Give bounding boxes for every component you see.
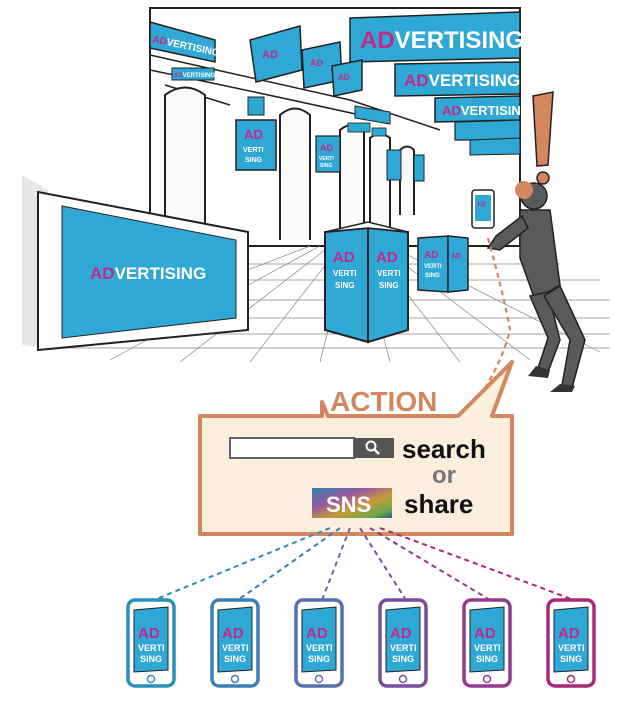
svg-text:AD: AD <box>338 73 350 82</box>
phone-text-verti: VERTI <box>474 643 501 653</box>
top-left-sign: ADVERTISING <box>149 21 221 63</box>
wall-posters: AD VERTI SING AD VERTI SING <box>235 96 425 182</box>
phone-text-verti: VERTI <box>138 643 165 653</box>
share-line <box>379 527 575 601</box>
phone-4: ADVERTISING <box>378 598 428 688</box>
banner-top-right-1: ADVERTISING <box>349 11 524 63</box>
phone-text-verti: VERTI <box>390 643 417 653</box>
search-label: search <box>402 434 486 464</box>
phone-text-sing: SING <box>392 654 414 664</box>
svg-text:AD: AD <box>333 249 355 266</box>
action-title: ACTION <box>330 386 437 417</box>
share-line <box>369 527 491 601</box>
svg-text:AD: AD <box>310 58 323 68</box>
person-figure: AD <box>471 91 586 392</box>
phone-text-ad: AD <box>306 625 328 642</box>
svg-text:VERTI: VERTI <box>333 269 357 278</box>
phone-6: ADVERTISING <box>546 598 596 688</box>
home-button-icon <box>566 674 576 684</box>
svg-text:AD: AD <box>244 127 263 142</box>
phone-text-sing: SING <box>560 654 582 664</box>
svg-text:ADVERTISING: ADVERTISING <box>442 103 531 118</box>
share-label: share <box>404 489 473 519</box>
share-lines <box>153 527 575 601</box>
phone-text-ad: AD <box>138 625 160 642</box>
search-button[interactable] <box>354 438 394 458</box>
svg-text:ADVERTISING: ADVERTISING <box>174 73 215 79</box>
phone-text-sing: SING <box>308 654 330 664</box>
svg-text:SING: SING <box>425 273 440 279</box>
home-button-icon <box>314 674 324 684</box>
exclamation-icon <box>532 91 554 167</box>
svg-text:AD: AD <box>424 250 438 261</box>
phone-text-sing: SING <box>224 654 246 664</box>
phone-text-verti: VERTI <box>306 643 333 653</box>
phone-text-ad: AD <box>474 625 496 642</box>
banner-top-right-2: ADVERTISING <box>394 61 521 97</box>
phone-text-ad: AD <box>558 625 580 642</box>
phone-text-sing: SING <box>140 654 162 664</box>
home-button-icon <box>230 674 240 684</box>
phone-1: ADVERTISING <box>126 598 176 688</box>
home-button-icon <box>146 674 156 684</box>
svg-text:SING: SING <box>320 163 332 169</box>
svg-text:SNS: SNS <box>326 492 371 517</box>
phone-5: ADVERTISING <box>462 598 512 688</box>
phone-text-verti: VERTI <box>558 643 585 653</box>
svg-text:ADVERTISING: ADVERTISING <box>360 27 524 54</box>
svg-text:ADVERTISING: ADVERTISING <box>90 264 206 283</box>
svg-text:SING: SING <box>335 281 355 290</box>
search-box[interactable] <box>229 437 394 459</box>
small-hanging-sign: ADVERTISING <box>171 67 215 81</box>
large-billboard: ADVERTISING <box>22 175 249 352</box>
share-line <box>153 527 331 601</box>
sns-button[interactable]: SNS <box>312 488 392 518</box>
phone-text-sing: SING <box>476 654 498 664</box>
home-button-icon <box>398 674 408 684</box>
phone-text-ad: AD <box>222 625 244 642</box>
svg-text:ADVERTISING: ADVERTISING <box>404 71 520 90</box>
svg-text:AD: AD <box>320 143 333 153</box>
magnifier-icon <box>365 440 380 455</box>
svg-text:AD: AD <box>451 253 461 260</box>
phones-row: ADVERTISINGADVERTISINGADVERTISINGADVERTI… <box>126 598 596 688</box>
share-line <box>321 527 351 601</box>
phone-text-ad: AD <box>390 625 412 642</box>
phone-2: ADVERTISING <box>210 598 260 688</box>
svg-text:AD: AD <box>477 202 486 208</box>
or-label: or <box>432 462 456 489</box>
share-line <box>359 527 407 601</box>
home-button-icon <box>482 674 492 684</box>
share-line <box>237 527 341 601</box>
banner-top-right-3: ADVERTISING <box>434 95 531 123</box>
svg-text:AD: AD <box>262 49 278 61</box>
ceiling-signs: AD AD AD <box>249 25 391 137</box>
phone-text-verti: VERTI <box>222 643 249 653</box>
kiosk-pillars: AD VERTI SING AD VERTI SING AD VERTI SIN… <box>324 221 469 344</box>
phone-3: ADVERTISING <box>294 598 344 688</box>
svg-text:SING: SING <box>245 157 263 164</box>
svg-text:AD: AD <box>376 249 398 266</box>
svg-text:VERTI: VERTI <box>319 156 334 162</box>
svg-text:VERTI: VERTI <box>377 269 401 278</box>
svg-text:SING: SING <box>379 281 399 290</box>
svg-text:VERTI: VERTI <box>243 147 264 154</box>
svg-text:VERTI: VERTI <box>424 264 442 270</box>
search-input[interactable] <box>229 437 355 459</box>
